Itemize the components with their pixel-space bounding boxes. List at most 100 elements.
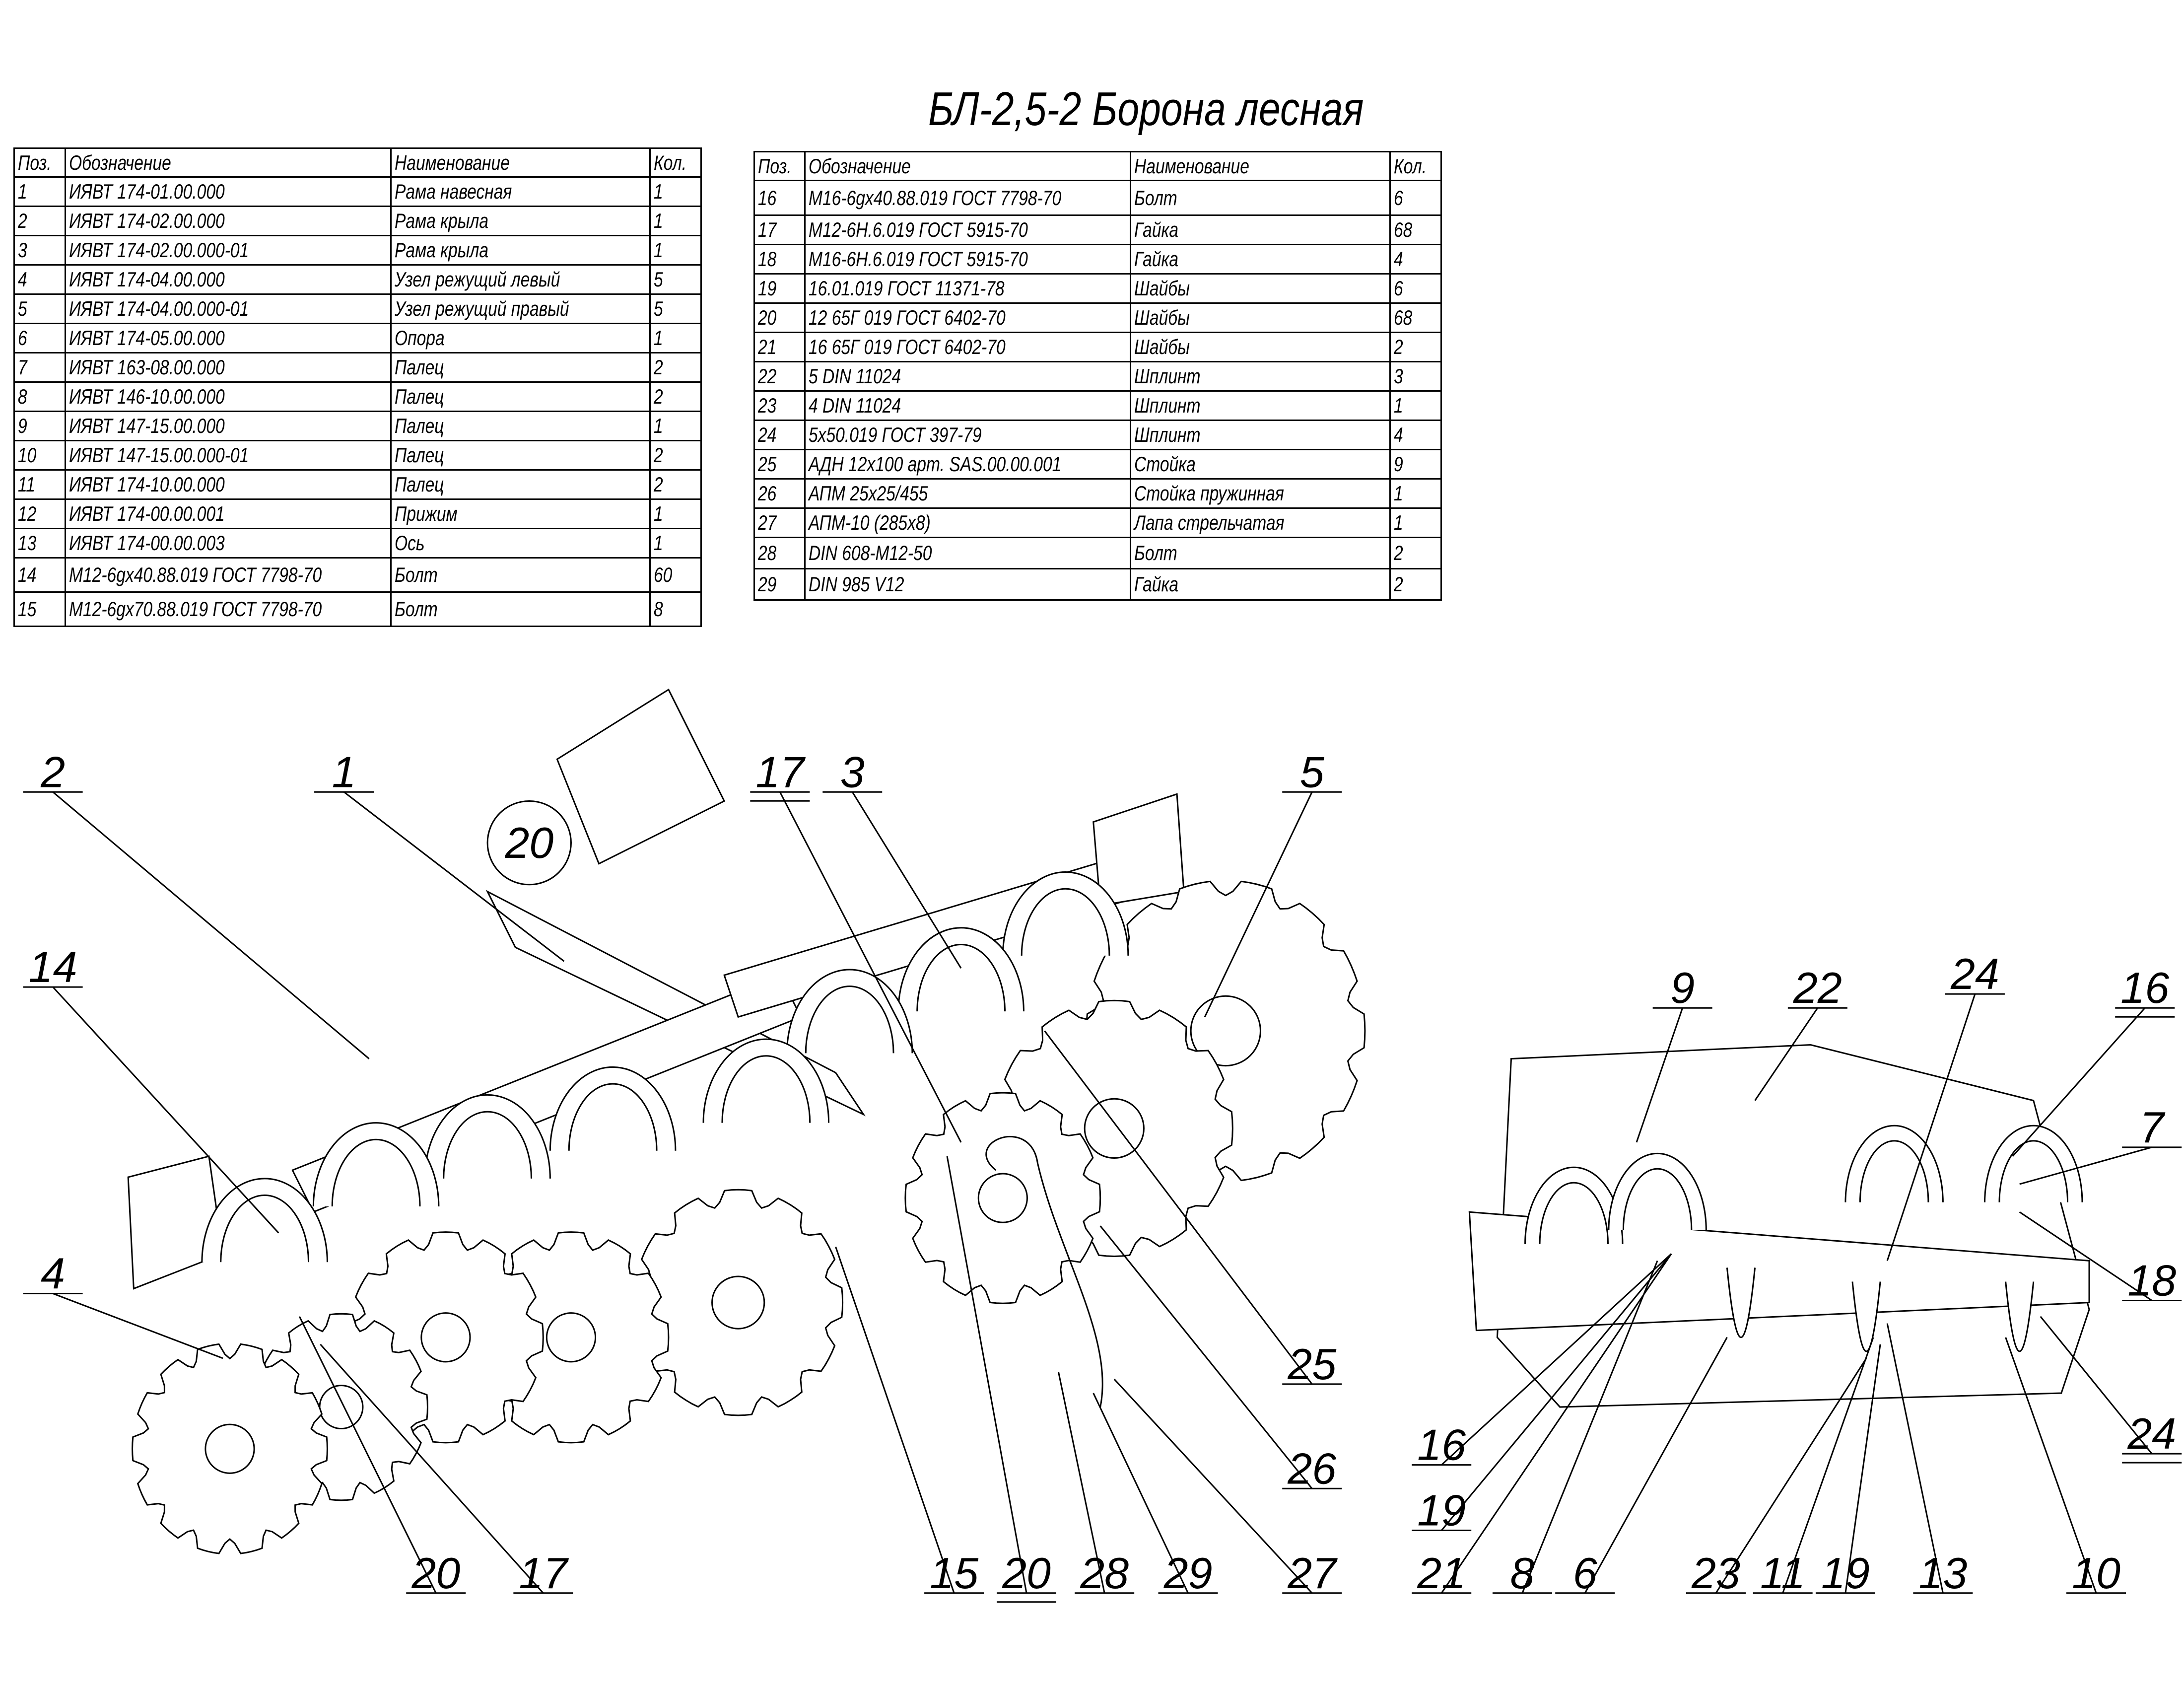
cell-qty: 68 [1389, 214, 1442, 245]
header-name: Наименование [390, 147, 651, 178]
leader-line [1092, 1393, 1189, 1594]
cell-pos: 6 [13, 323, 66, 353]
cell-text: 1 [654, 531, 663, 555]
cell-pos: 13 [13, 528, 66, 559]
cell-text: Стойка [1134, 452, 1196, 476]
disc-guard [312, 1122, 440, 1207]
leader-line [1204, 791, 1313, 1018]
callout: 17 [750, 747, 962, 1143]
cell-designation: ИЯВТ 174-10.00.000 [65, 469, 392, 500]
header-pos: Поз. [753, 151, 806, 181]
support-beam [1468, 1211, 2090, 1332]
callout: 13 [1886, 1323, 1973, 1598]
speed-sign-label: 20 [504, 818, 553, 867]
cell-text: 16.01.019 ГОСТ 11371-78 [809, 277, 1005, 300]
cell-name: Опора [390, 323, 651, 353]
header-qty: Кол. [649, 147, 702, 178]
cell-text: 68 [1394, 218, 1413, 241]
leader-line [1636, 1007, 1684, 1143]
cell-designation: 12 65Г 019 ГОСТ 6402-70 [804, 302, 1131, 333]
cell-pos: 9 [13, 411, 66, 441]
disc-hub [977, 1173, 1028, 1223]
callout-label: 3 [840, 747, 865, 796]
callout: 18 [2019, 1211, 2182, 1305]
callout-label: 11 [1760, 1548, 1805, 1598]
disc-guard [786, 969, 913, 1054]
disc-hub [711, 1275, 765, 1330]
cell-text: 1 [1394, 511, 1403, 534]
leader-line [343, 791, 565, 962]
callout-label: 15 [930, 1548, 979, 1598]
cell-text: 5 [654, 268, 663, 291]
cell-text: Рама навесная [395, 180, 512, 203]
disc-guard-inner [721, 1055, 811, 1123]
speed-sign [486, 800, 572, 886]
leader-line [1584, 1337, 1728, 1594]
leader-line [1441, 1253, 1672, 1466]
cell-text: DIN 985 V12 [809, 572, 904, 596]
callout-label: 8 [1510, 1548, 1534, 1598]
cell-designation: АДН 12x100 арт. SAS.00.00.001 [804, 449, 1131, 480]
leader-line [1521, 1260, 1658, 1594]
cell-text: 2 [654, 385, 663, 408]
callout-label: 19 [1821, 1548, 1870, 1598]
cell-text: Рама крыла [395, 209, 489, 232]
disc-hub [1084, 1098, 1145, 1159]
cell-designation: ИЯВТ 174-00.00.003 [65, 528, 392, 559]
leader-line [52, 791, 370, 1059]
cell-text: 16 65Г 019 ГОСТ 6402-70 [809, 335, 1006, 358]
cell-text: Шплинт [1134, 423, 1201, 446]
cell-qty: 9 [1389, 449, 1442, 480]
cutting-blade [1726, 1267, 1756, 1338]
leader-line [52, 986, 279, 1234]
cell-qty: 1 [649, 176, 702, 207]
leader-line [1058, 1372, 1105, 1594]
cell-name: Шплинт [1130, 361, 1391, 392]
cell-text: DIN 608-М12-50 [809, 541, 932, 564]
cell-text: ИЯВТ 174-00.00.003 [69, 531, 225, 555]
cell-text: 68 [1394, 306, 1413, 329]
cell-text: 16 [758, 186, 777, 210]
cell-name: Прижим [390, 498, 651, 529]
cell-designation: М12-6gx70.88.019 ГОСТ 7798-70 [65, 591, 392, 627]
cell-text: Палец [395, 414, 444, 437]
cell-designation: ИЯВТ 174-02.00.000-01 [65, 235, 392, 266]
cell-text: Ось [395, 531, 425, 555]
cell-name: Шайбы [1130, 273, 1391, 304]
cell-pos: 23 [753, 390, 806, 421]
leader-line [1886, 993, 1976, 1261]
cell-qty: 1 [1389, 478, 1442, 509]
callout: 19 [1815, 1344, 1881, 1598]
cell-name: Рама крыла [390, 235, 651, 266]
callout-label: 25 [1287, 1339, 1337, 1389]
cell-qty: 2 [1389, 537, 1442, 569]
callout: 5 [1204, 747, 1342, 1018]
cell-name: Болт [1130, 537, 1391, 569]
cell-text: 29 [758, 572, 777, 596]
cell-pos: 24 [753, 420, 806, 450]
cell-text: ИЯВТ 146-10.00.000 [69, 385, 225, 408]
header-label: Поз. [18, 150, 52, 174]
cell-text: ИЯВТ 147-15.00.000-01 [69, 443, 249, 467]
cell-text: 1 [18, 180, 27, 203]
cell-name: Узел режущий левый [390, 264, 651, 295]
cutting-disc [633, 1189, 844, 1416]
cell-text: 60 [654, 563, 673, 586]
cell-designation: ИЯВТ 174-01.00.000 [65, 176, 392, 207]
cell-text: 24 [758, 423, 777, 446]
cell-text: 8 [654, 597, 663, 621]
callout: 28 [1058, 1372, 1135, 1598]
leader-line [2005, 1337, 2097, 1594]
callout-label: 4 [41, 1249, 65, 1298]
header-label: Обозначение [809, 154, 911, 178]
cell-designation: М12-6Н.6.019 ГОСТ 5915-70 [804, 214, 1131, 245]
callout-label: 6 [1573, 1548, 1597, 1598]
cell-name: Стойка пружинная [1130, 478, 1391, 509]
cell-text: 22 [758, 364, 777, 388]
cell-text: ИЯВТ 174-04.00.000 [69, 268, 225, 291]
